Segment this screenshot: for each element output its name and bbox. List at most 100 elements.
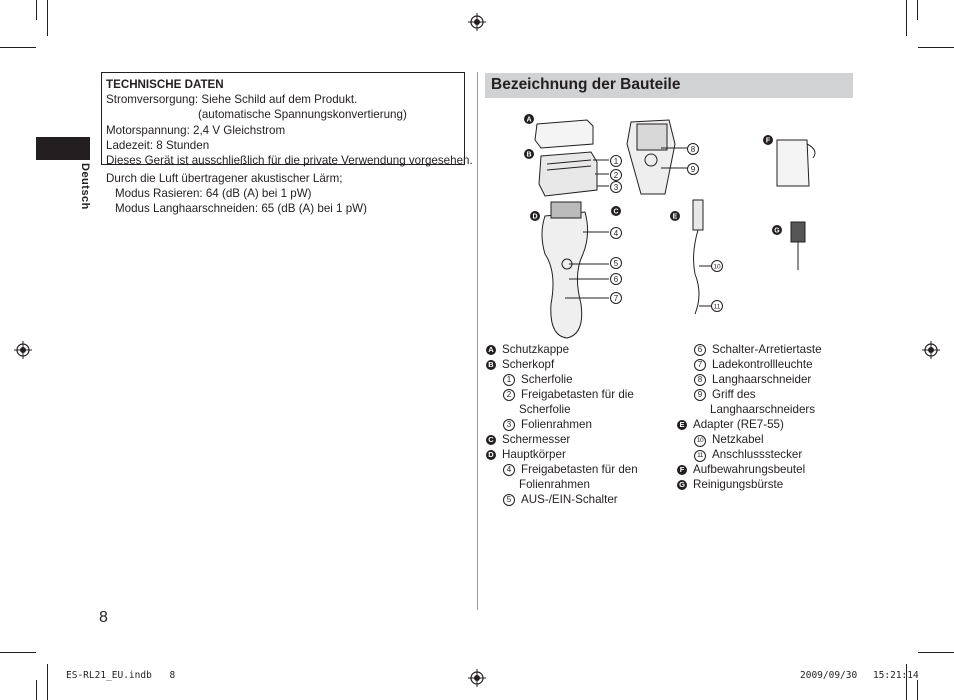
- diagram-letter: B: [526, 152, 531, 159]
- parts-diagram: A B C D E F G 1 2 3 4 5 6 7 8 9 10 11: [524, 114, 816, 339]
- noise-line: Modus Rasieren: 64 (dB (A) bei 1 pW): [115, 187, 312, 201]
- footer-file-page: 8: [169, 670, 176, 681]
- cutter-block: [550, 201, 582, 219]
- language-tab: [36, 137, 90, 160]
- legend-item: 4 Freigabetasten für den: [486, 462, 672, 477]
- footer-filename: ES-RL21_EU.indb: [66, 670, 152, 681]
- part-letter-badge: A: [486, 345, 496, 355]
- legend-text: Freigabetasten für die: [521, 388, 634, 401]
- legend-text: Freigabetasten für den: [521, 463, 638, 476]
- legend-text: Aufbewahrungsbeutel: [693, 463, 806, 476]
- legend-item: 9 Griff des: [677, 387, 853, 402]
- protective-cap: [534, 119, 594, 149]
- parts-title: Bezeichnung der Bauteile: [491, 76, 681, 93]
- noise-intro: Durch die Luft übertragener akustischer …: [106, 172, 343, 185]
- legend-item: F Aufbewahrungsbeutel: [677, 462, 853, 477]
- part-number-circle: 8: [694, 374, 706, 386]
- crop-mark: [36, 0, 37, 20]
- crop-mark: [47, 0, 48, 36]
- diagram-letter: F: [766, 138, 771, 145]
- legend-item: Scherfolie: [486, 402, 672, 417]
- spec-line: Dieses Gerät ist ausschließlich für die …: [106, 154, 473, 168]
- legend-item: 5 AUS-/EIN-Schalter: [486, 492, 672, 507]
- cleaning-brush: [790, 221, 806, 243]
- legend-text: Hauptkörper: [502, 448, 566, 461]
- legend-text: Scherfolie: [521, 373, 573, 386]
- diagram-number: 7: [614, 294, 619, 303]
- spec-line: Motorspannung: 2,4 V Gleichstrom: [106, 123, 286, 137]
- diagram-number: 8: [691, 145, 696, 154]
- part-number-circle: 9: [694, 389, 706, 401]
- diagram-number: 6: [614, 275, 619, 284]
- spec-line: Stromversorgung: Siehe Schild auf dem Pr…: [106, 93, 358, 107]
- part-number-circle: 11: [694, 450, 706, 462]
- adapter: [692, 199, 704, 231]
- crop-mark: [918, 47, 954, 48]
- part-number-circle: 5: [503, 494, 515, 506]
- legend-text: Schermesser: [502, 433, 571, 446]
- part-number-circle: 10: [694, 435, 706, 447]
- legend-item: C Schermesser: [486, 432, 672, 447]
- crop-mark: [0, 47, 36, 48]
- spec-line: Ladezeit: 8 Stunden: [106, 138, 210, 152]
- footer-file: ES-RL21_EU.indb 8: [66, 670, 175, 681]
- crop-mark: [917, 0, 918, 20]
- legend-item: G Reinigungsbürste: [677, 477, 853, 492]
- legend-item: B Scherkopf: [486, 357, 672, 372]
- technical-data-title: TECHNISCHE DATEN: [106, 78, 224, 91]
- legend-item: 3 Folienrahmen: [486, 417, 672, 432]
- registration-mark-icon: [14, 341, 32, 359]
- noise-info: Durch die Luft übertragener akustischer …: [106, 171, 367, 217]
- registration-mark-icon: [922, 341, 940, 359]
- legend-text: Reinigungsbürste: [693, 478, 784, 491]
- legend-text: Schutzkappe: [502, 343, 570, 356]
- legend-text: AUS-/EIN-Schalter: [521, 493, 618, 506]
- diagram-number: 10: [713, 264, 721, 271]
- diagram-letter: D: [532, 214, 537, 221]
- legend-text: Schalter-Arretiertaste: [712, 343, 822, 356]
- part-number-circle: 4: [503, 464, 515, 476]
- legend-text: Scherfolie: [519, 403, 571, 416]
- legend-text: Adapter (RE7-55): [693, 418, 784, 431]
- legend-text: Scherkopf: [502, 358, 555, 371]
- legend-text: Ladekontrollleuchte: [712, 358, 813, 371]
- part-letter-badge: C: [486, 435, 496, 445]
- part-number-circle: 2: [503, 389, 515, 401]
- legend-text: Griff des: [712, 388, 756, 401]
- legend-item: 7 Ladekontrollleuchte: [677, 357, 853, 372]
- part-letter-badge: B: [486, 360, 496, 370]
- diagram-number: 9: [691, 165, 696, 174]
- legend-text: Folienrahmen: [519, 478, 590, 491]
- part-number-circle: 7: [694, 359, 706, 371]
- legend-item: A Schutzkappe: [486, 342, 672, 357]
- crop-mark: [0, 652, 36, 653]
- parts-header: Bezeichnung der Bauteile: [485, 73, 853, 98]
- diagram-number: 11: [714, 304, 721, 311]
- legend-item: E Adapter (RE7-55): [677, 417, 853, 432]
- legend-item: Folienrahmen: [486, 477, 672, 492]
- diagram-number: 1: [614, 157, 619, 166]
- diagram-number: 5: [614, 259, 619, 268]
- part-letter-badge: E: [677, 420, 687, 430]
- diagram-number: 3: [614, 183, 619, 192]
- language-label: Deutsch: [79, 163, 91, 210]
- footer-date: 2009/09/30: [800, 670, 858, 681]
- part-number-circle: 3: [503, 419, 515, 431]
- legend-text: Folienrahmen: [521, 418, 592, 431]
- shaver-head: [538, 151, 598, 197]
- part-letter-badge: F: [677, 465, 687, 475]
- technical-data-box: TECHNISCHE DATEN Stromversorgung: Siehe …: [101, 72, 473, 168]
- registration-mark-icon: [468, 13, 486, 31]
- part-letter-badge: G: [677, 480, 687, 490]
- diagram-letter: A: [526, 117, 531, 124]
- diagram-number: 4: [614, 229, 619, 238]
- main-body: [541, 211, 589, 339]
- crop-mark: [906, 0, 907, 36]
- storage-pouch: [776, 139, 810, 187]
- crop-mark: [917, 680, 918, 700]
